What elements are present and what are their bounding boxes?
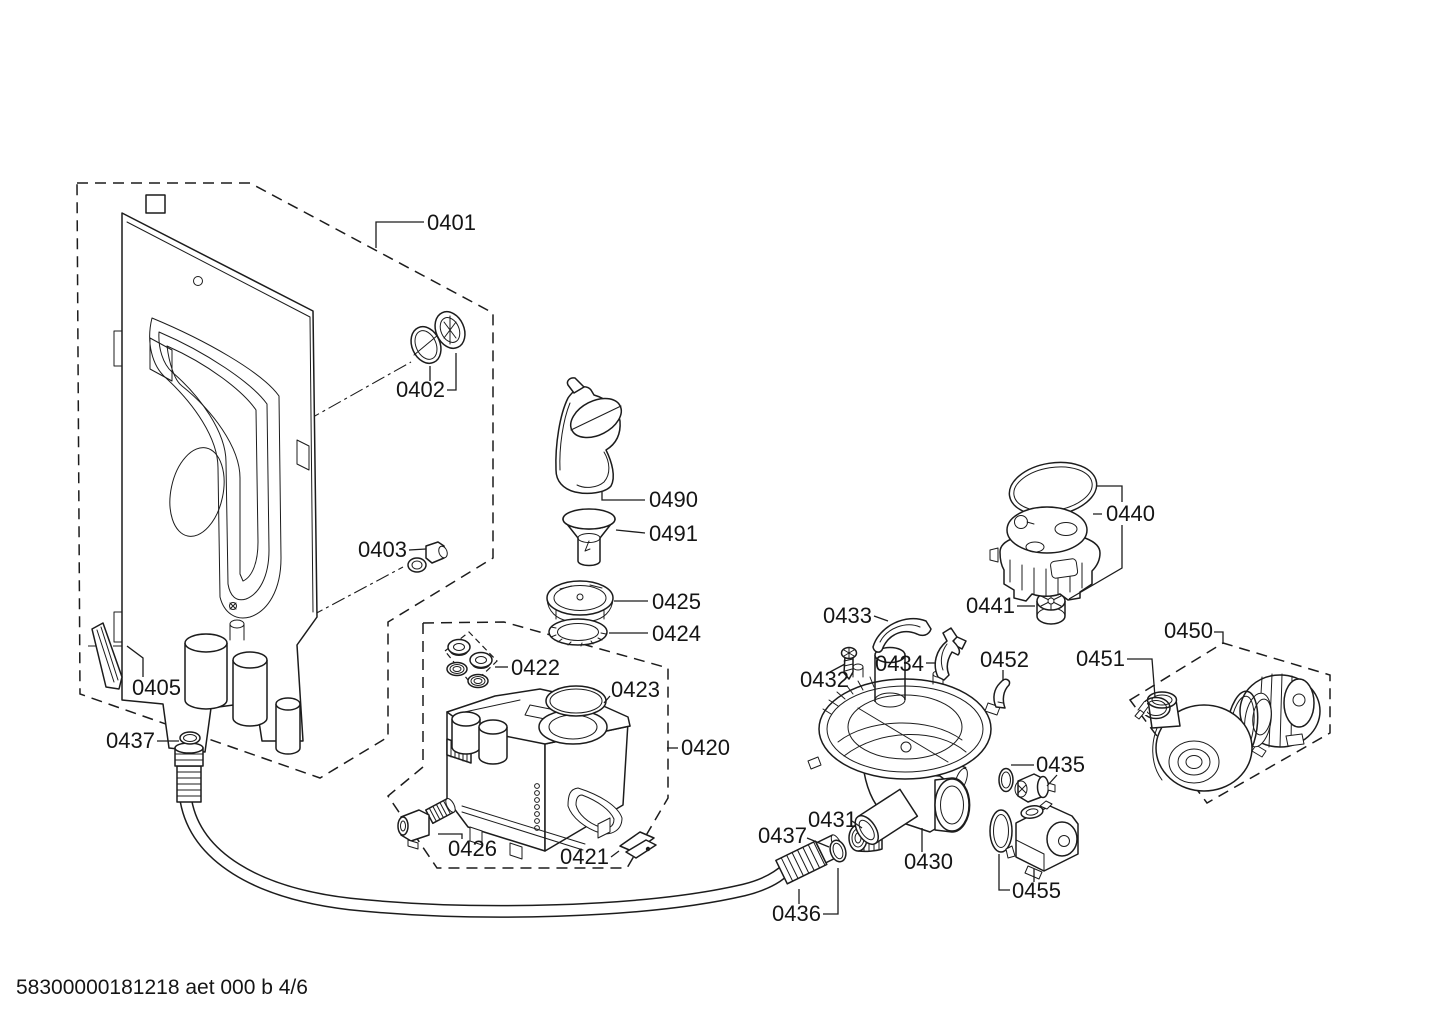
part-0441-grommet bbox=[1036, 591, 1066, 625]
part-label-0441: 0441 bbox=[966, 593, 1015, 618]
part-label-0491: 0491 bbox=[649, 521, 698, 546]
leader-0437-right bbox=[806, 837, 830, 848]
part-label-0430: 0430 bbox=[904, 849, 953, 874]
leader-0405 bbox=[126, 645, 144, 677]
part-0452-clip bbox=[993, 678, 1011, 709]
part-0434-bracket bbox=[934, 627, 967, 681]
part-labels: 0401 0402 0403 0405 0437 0490 0491 0425 … bbox=[106, 210, 1213, 926]
part-label-0436: 0436 bbox=[772, 901, 821, 926]
part-label-0433: 0433 bbox=[823, 603, 872, 628]
part-0455-drain-pump bbox=[989, 800, 1079, 880]
part-0440-pump-head bbox=[989, 461, 1101, 602]
leader-0423 bbox=[603, 695, 611, 704]
part-label-0431: 0431 bbox=[808, 807, 857, 832]
dashed-box-0401 bbox=[76, 182, 494, 779]
part-label-0405: 0405 bbox=[132, 675, 181, 700]
part-label-0437-left: 0437 bbox=[106, 728, 155, 753]
part-label-0425: 0425 bbox=[652, 589, 701, 614]
document-code: 58300000181218 aet 000 b 4/6 bbox=[16, 976, 308, 999]
part-0403-fitting bbox=[407, 541, 448, 573]
part-0433-rail bbox=[872, 617, 932, 653]
part-0437-oring-right bbox=[829, 839, 847, 863]
leader-0426 bbox=[438, 833, 463, 839]
part-0405-strip bbox=[91, 622, 123, 690]
part-0425-cap bbox=[546, 580, 614, 622]
part-0436-drain-hose bbox=[179, 799, 802, 918]
part-0401-side-panel bbox=[113, 194, 318, 755]
part-label-0435: 0435 bbox=[1036, 752, 1085, 777]
part-label-0420: 0420 bbox=[681, 735, 730, 760]
label-backing-0440 bbox=[1102, 502, 1158, 525]
part-label-0434: 0434 bbox=[875, 651, 924, 676]
part-0435-valve bbox=[998, 767, 1056, 803]
part-label-0490: 0490 bbox=[649, 487, 698, 512]
part-label-0450: 0450 bbox=[1164, 618, 1213, 643]
part-label-0422: 0422 bbox=[511, 655, 560, 680]
part-0426-valve bbox=[397, 798, 456, 850]
leader-0490 bbox=[601, 492, 645, 501]
part-0424-seal bbox=[548, 618, 608, 647]
part-0451-clamp bbox=[1134, 696, 1171, 720]
part-0432-screw bbox=[840, 646, 858, 680]
leader-0440 bbox=[1068, 485, 1123, 600]
part-label-0432: 0432 bbox=[800, 667, 849, 692]
leader-0455a bbox=[998, 854, 1010, 891]
part-0423-ring bbox=[545, 685, 607, 717]
part-label-0455: 0455 bbox=[1012, 878, 1061, 903]
part-label-0423: 0423 bbox=[611, 677, 660, 702]
part-label-0402: 0402 bbox=[396, 377, 445, 402]
part-label-0403: 0403 bbox=[358, 537, 407, 562]
part-0420-water-softener bbox=[446, 688, 631, 860]
leader-0403 bbox=[408, 548, 427, 551]
part-label-0426: 0426 bbox=[448, 836, 497, 861]
leader-0431 bbox=[851, 820, 863, 829]
part-label-0421: 0421 bbox=[560, 844, 609, 869]
part-0422-grommets bbox=[444, 631, 498, 689]
leader-0451 bbox=[1127, 658, 1156, 698]
part-0437-fitting-left bbox=[174, 731, 204, 803]
part-0490-salt-jug bbox=[555, 377, 623, 495]
leader-0450 bbox=[1214, 631, 1224, 644]
leader-0421 bbox=[610, 850, 620, 858]
part-0430-sump bbox=[807, 646, 1001, 846]
leader-0432 bbox=[829, 663, 846, 673]
leader-0435b bbox=[1046, 774, 1058, 787]
part-0421-clip bbox=[619, 831, 657, 859]
leader-0402b bbox=[447, 353, 457, 391]
leader-0436b bbox=[823, 868, 839, 915]
part-0437-oring-left bbox=[179, 731, 201, 745]
part-label-0401: 0401 bbox=[427, 210, 476, 235]
leader-lines bbox=[126, 221, 1224, 915]
part-label-0440: 0440 bbox=[1106, 501, 1155, 526]
leader-0401 bbox=[375, 221, 424, 248]
leader-0491 bbox=[615, 529, 646, 534]
part-label-0452: 0452 bbox=[980, 647, 1029, 672]
leader-0433 bbox=[873, 615, 889, 622]
part-0402-seal-and-cap bbox=[410, 310, 466, 365]
part-0450-circulation-pump bbox=[1146, 673, 1321, 792]
part-label-0424: 0424 bbox=[652, 621, 701, 646]
part-0491-funnel bbox=[562, 508, 616, 567]
part-label-0437-right: 0437 bbox=[758, 823, 807, 848]
part-label-0451: 0451 bbox=[1076, 646, 1125, 671]
